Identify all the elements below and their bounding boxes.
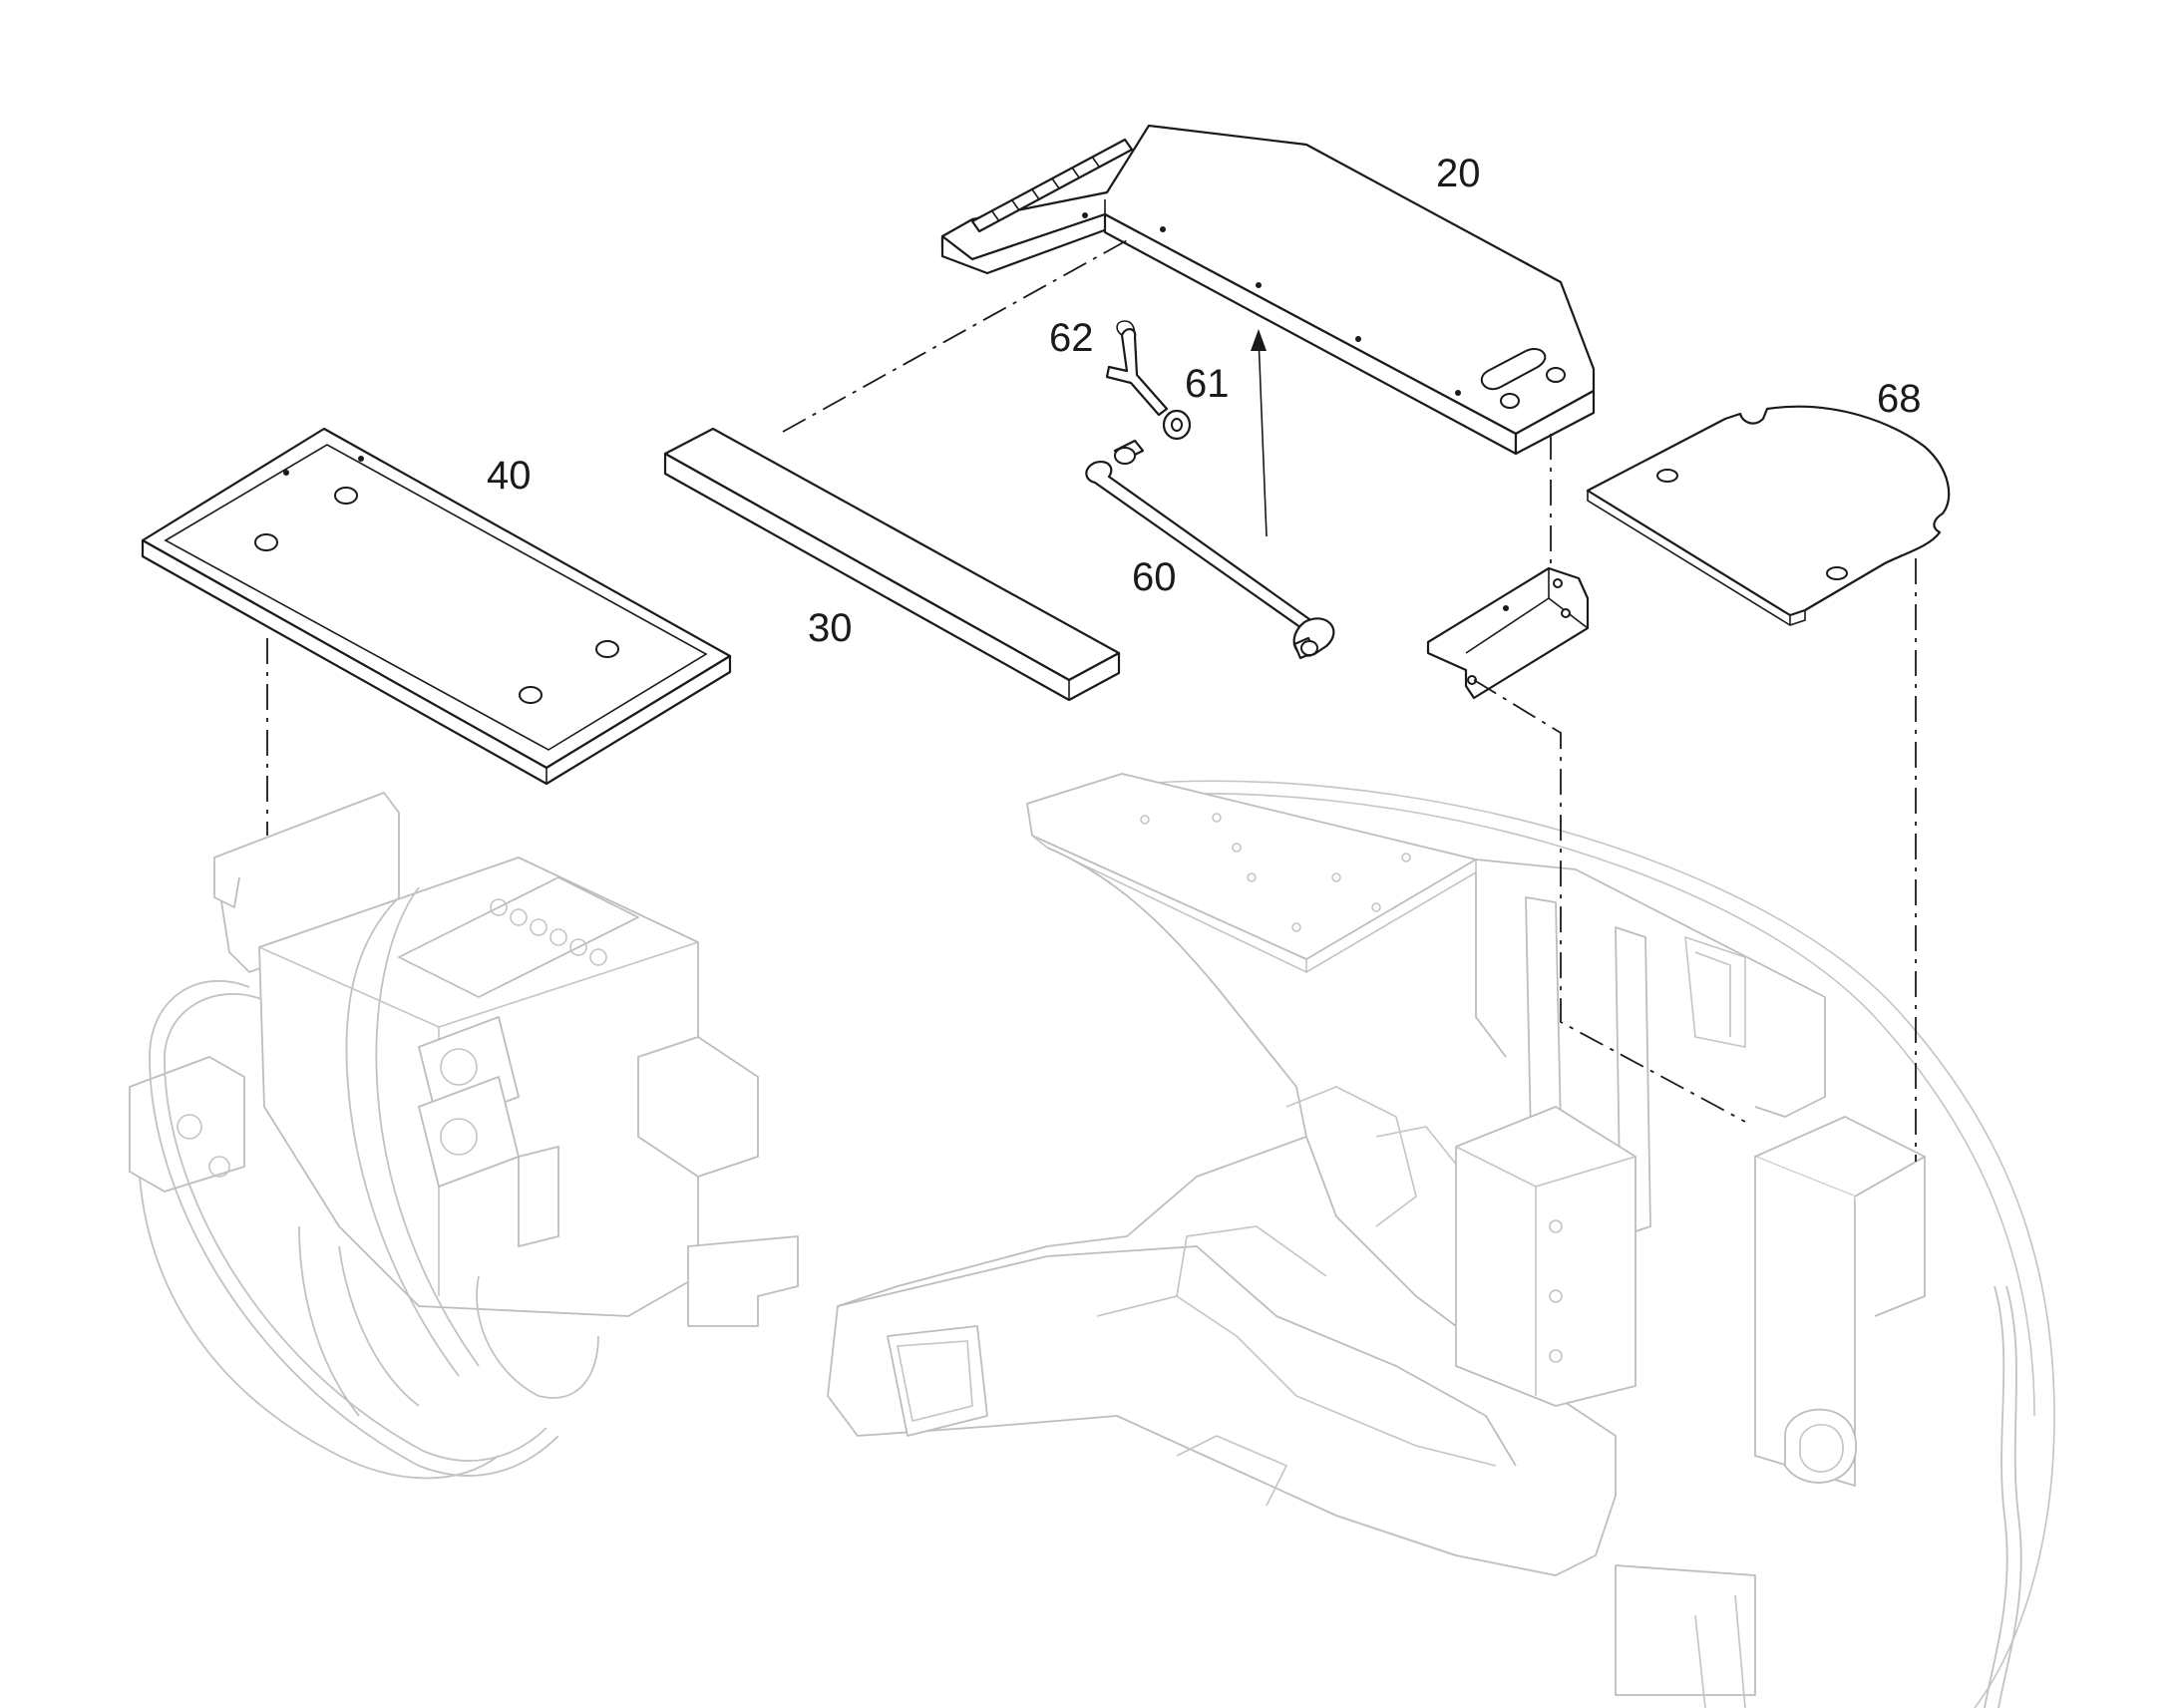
main-frame-assembly: [827, 773, 2055, 1708]
callout-20: 20: [1436, 152, 1481, 195]
callout-68: 68: [1877, 377, 1922, 421]
hydraulic-valve-assembly: [129, 792, 799, 1480]
part-30-bar: [663, 427, 1121, 702]
part-60-rod: [1085, 439, 1335, 660]
part-61-washer: [1162, 409, 1192, 441]
callout-30: 30: [808, 606, 853, 650]
callout-61: 61: [1185, 362, 1230, 406]
callout-40: 40: [487, 454, 532, 498]
part-62-pin: [1105, 320, 1169, 417]
callout-62: 62: [1049, 316, 1094, 360]
part-20-cover: [940, 124, 1596, 456]
part-40-plate: [141, 427, 732, 786]
leader-lines: [266, 238, 1917, 1162]
bracket-part: [1426, 566, 1590, 700]
assembly-direction-arrow: [1251, 329, 1268, 537]
callout-60: 60: [1132, 555, 1177, 599]
part-68-plate: [1586, 405, 1951, 626]
callouts: 20 30 40 60 61 62 68: [487, 152, 1922, 650]
